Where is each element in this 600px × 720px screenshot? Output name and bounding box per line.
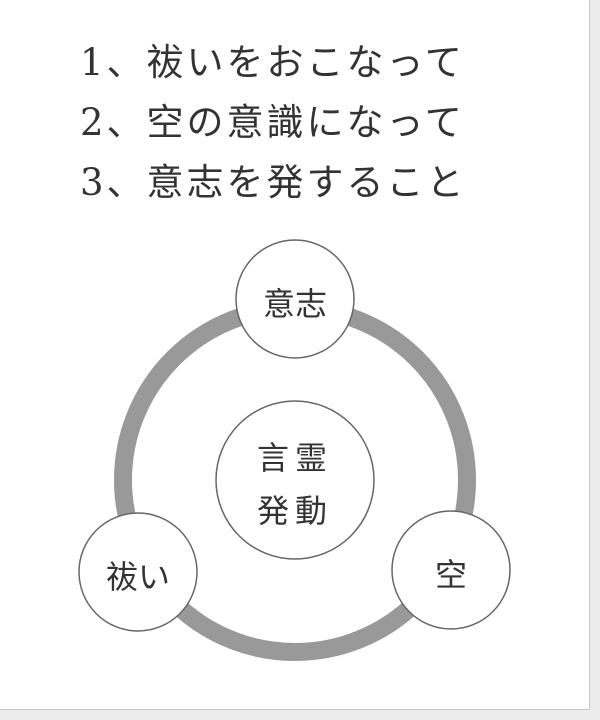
node-right-circle <box>391 510 511 630</box>
node-right-label: 空 <box>434 556 467 594</box>
node-top-circle <box>235 239 355 359</box>
center-label-1: 言霊 <box>256 439 333 477</box>
step-3: 3、意志を発すること <box>80 161 467 204</box>
center-label-2: 発動 <box>256 492 333 530</box>
center-circle <box>215 400 375 560</box>
node-left-label: 祓い <box>105 558 170 596</box>
steps-list: 1、祓いをおこなって 2、空の意識になって 3、意志を発すること <box>80 38 467 218</box>
step-1: 1、祓いをおこなって <box>80 41 465 84</box>
diagram-card: 1、祓いをおこなって 2、空の意識になって 3、意志を発すること 意志 祓い 空… <box>0 0 590 710</box>
node-left-circle <box>78 512 198 632</box>
step-2: 2、空の意識になって <box>80 101 465 144</box>
node-top-label: 意志 <box>262 285 327 323</box>
